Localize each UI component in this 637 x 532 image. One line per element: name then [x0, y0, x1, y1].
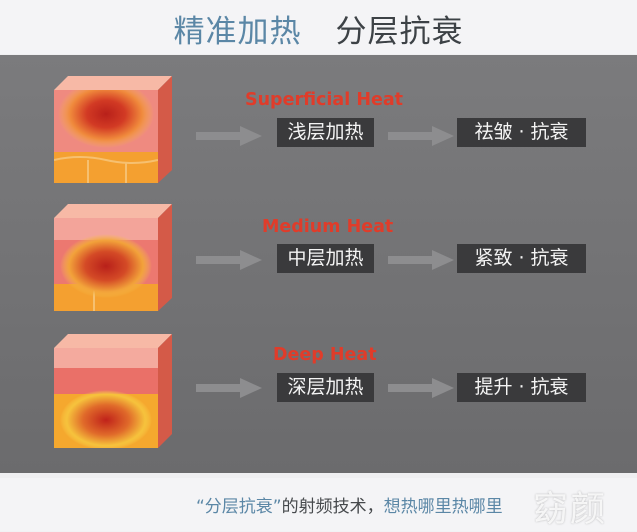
watermark-logo: 窈颜 [533, 490, 608, 530]
result-box-deep: 提升 · 抗衰 [457, 373, 586, 402]
heat-row-medium: Medium Heat 中层加热 紧致 · 抗衰 [0, 204, 637, 324]
footer-quote: “分层抗衰” [196, 497, 282, 517]
layer-box-deep: 深层加热 [277, 373, 374, 402]
title-part-1: 精准加热 [173, 14, 302, 50]
skin-cube-deep-icon [54, 334, 172, 448]
layer-box-medium: 中层加热 [277, 244, 374, 273]
arrow-right-icon [196, 378, 262, 398]
skin-cube-superficial-icon [54, 76, 172, 183]
heat-row-deep: Deep Heat 深层加热 提升 · 抗衰 [0, 334, 637, 454]
heat-label-medium: Medium Heat [262, 217, 394, 237]
heat-label-superficial: Superficial Heat [245, 90, 404, 110]
arrow-right-icon [388, 250, 454, 270]
page-title: 精准加热分层抗衰 [0, 6, 637, 51]
result-box-superficial: 祛皱 · 抗衰 [457, 118, 586, 147]
layer-box-superficial: 浅层加热 [277, 118, 374, 147]
title-part-2: 分层抗衰 [335, 14, 464, 50]
arrow-right-icon [388, 126, 454, 146]
heat-row-superficial: Superficial Heat 浅层加热 祛皱 · 抗衰 [0, 76, 637, 196]
skin-cube-medium-icon [54, 204, 172, 311]
footer-band [0, 478, 637, 531]
arrow-right-icon [196, 126, 262, 146]
header-band [0, 0, 637, 54]
heat-label-deep: Deep Heat [273, 345, 377, 365]
footer-caption: “分层抗衰”的射频技术，想热哪里热哪里 [196, 492, 503, 517]
arrow-right-icon [388, 378, 454, 398]
result-box-medium: 紧致 · 抗衰 [457, 244, 586, 273]
arrow-right-icon [196, 250, 262, 270]
footer-body: 的射频技术， [281, 497, 384, 517]
footer-tail: 想热哪里热哪里 [383, 497, 503, 517]
